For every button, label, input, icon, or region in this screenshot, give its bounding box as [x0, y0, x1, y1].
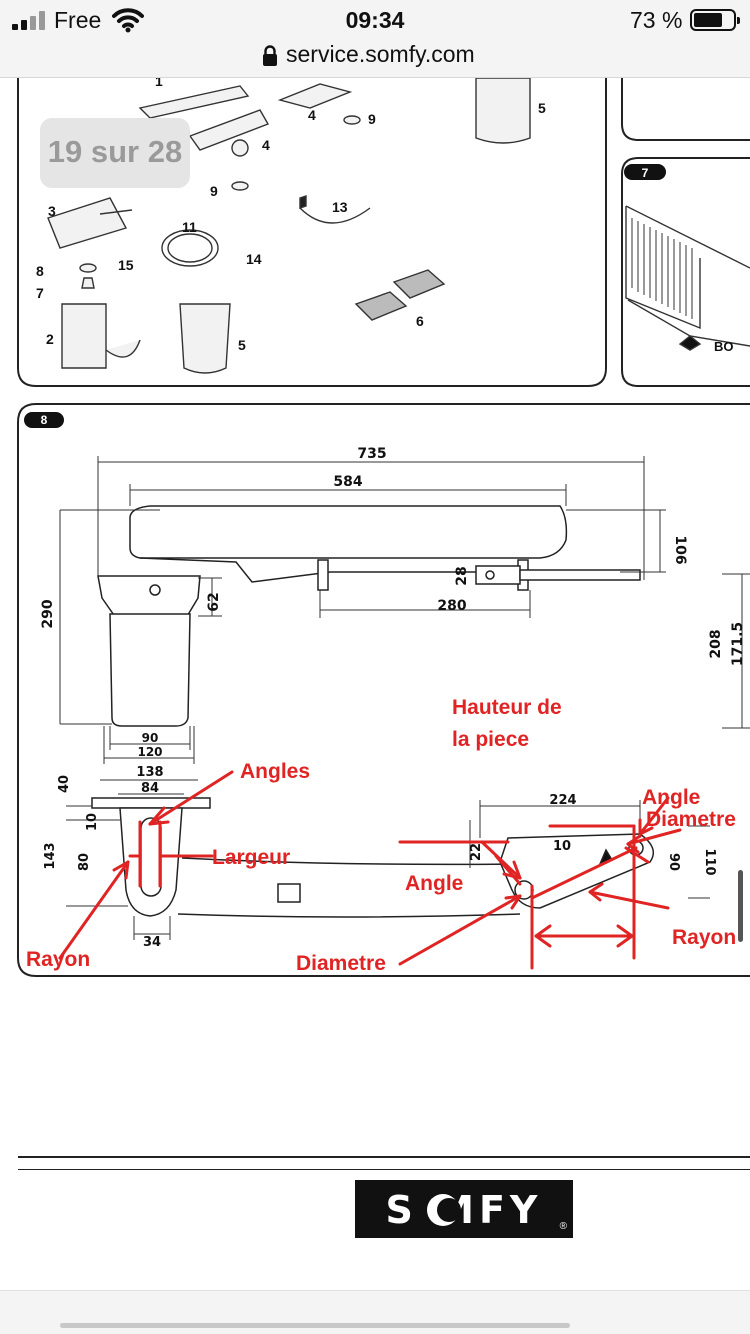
- panel-6-frame: [621, 78, 750, 141]
- dimension-label: 84: [141, 781, 159, 796]
- address-bar[interactable]: service.somfy.com: [0, 40, 750, 78]
- actuator-drawing: [97, 505, 641, 727]
- figure-8-badge: [24, 412, 64, 428]
- dimension-label: 280: [437, 598, 466, 614]
- annotation-diametre-top-right: Diametre: [646, 808, 736, 831]
- signal-icon: [12, 10, 48, 30]
- part-number: 14: [246, 251, 262, 267]
- scroll-indicator[interactable]: [738, 870, 743, 942]
- figure-8-badge-text: 8: [41, 413, 48, 427]
- part-number: 9: [368, 111, 376, 127]
- bracket-drawing: [91, 797, 521, 918]
- gate-sketch: [625, 205, 750, 351]
- dimension-label: 90: [666, 853, 681, 871]
- annotation-angles: Angles: [240, 760, 311, 783]
- annotation-angle-left: Angle: [405, 872, 464, 895]
- part-number: 6: [416, 313, 424, 329]
- part-number: 9: [210, 183, 218, 199]
- part-number: 13: [332, 199, 348, 215]
- part-number: 2: [46, 331, 54, 347]
- dimension-label: 34: [143, 935, 161, 950]
- annotation-angle-top-right: Angle: [642, 786, 701, 809]
- dimension-lines: [59, 456, 750, 764]
- part-number: 4: [262, 137, 270, 153]
- parts-panel-frame: [17, 78, 607, 387]
- dimension-label: 40: [57, 775, 72, 793]
- footer-rule-thin: [18, 1169, 750, 1170]
- part-number: 15: [118, 257, 134, 273]
- part-number: 8: [36, 263, 44, 279]
- part-number: 11: [182, 219, 197, 235]
- annotation-rayon-left: Rayon: [26, 948, 91, 971]
- dimension-label: 106: [672, 535, 688, 564]
- dimension-label: 62: [206, 592, 222, 611]
- annotation-hauteur-2: la piece: [452, 728, 530, 751]
- panel-8-frame: [17, 403, 750, 977]
- technical-drawing: 7 BO 1 2 3: [17, 78, 750, 977]
- pdf-page[interactable]: 7 BO 1 2 3: [0, 78, 750, 1290]
- annotation-largeur: Largeur: [212, 846, 291, 869]
- dimension-label: 10: [85, 813, 100, 831]
- parts-illustration: [47, 78, 531, 374]
- dimension-label: 171.5: [730, 622, 746, 666]
- logo-o-mark: [427, 1194, 461, 1226]
- carrier-label: Free: [54, 7, 102, 33]
- annotation-rayon-right: Rayon: [672, 926, 737, 949]
- figure-7-badge: [624, 164, 666, 180]
- dimension-label: 143: [43, 842, 58, 869]
- annotation-hauteur: Hauteur de: [452, 696, 562, 719]
- dimension-label: 22: [469, 843, 484, 861]
- part-number: 5: [238, 337, 246, 353]
- dimension-label: 584: [333, 474, 362, 490]
- figure-7-badge-text: 7: [642, 166, 649, 180]
- somfy-logo: S MFY ®: [355, 1180, 573, 1238]
- part-number: 4: [308, 107, 316, 123]
- dimension-label: 10: [553, 839, 571, 854]
- dimension-label: 224: [549, 793, 576, 808]
- dimension-label: 120: [137, 745, 162, 759]
- dimension-label: 110: [702, 848, 717, 875]
- dimension-label: 28: [454, 566, 470, 585]
- home-indicator[interactable]: [60, 1323, 570, 1328]
- red-annotations: [58, 770, 682, 970]
- lock-icon: [263, 45, 277, 66]
- url-text: service.somfy.com: [286, 41, 475, 67]
- dimension-label: 90: [142, 731, 159, 745]
- bottom-toolbar: [0, 1290, 750, 1334]
- clock: 09:34: [345, 7, 405, 33]
- panel-7-frame: [621, 157, 750, 387]
- page-indicator: 19 sur 28: [40, 118, 190, 188]
- part-number: 1: [155, 78, 163, 89]
- dimension-label: 138: [136, 765, 163, 780]
- dimension-labels: 735 584 106 28 280 290 62 208 171.5 90 1…: [40, 446, 746, 759]
- footer-rule: [18, 1156, 750, 1158]
- status-bar: Free 09:34 73 %: [0, 0, 750, 40]
- part-number: 5: [538, 100, 546, 116]
- dimension-label: 80: [77, 853, 92, 871]
- dimension-label: 735: [357, 446, 386, 462]
- battery-icon: [690, 9, 740, 31]
- registered-mark: ®: [559, 1221, 567, 1232]
- dimension-label: 290: [40, 599, 56, 628]
- annotation-diametre-bottom: Diametre: [296, 952, 386, 975]
- battery-percentage: 73 %: [630, 7, 683, 33]
- page-indicator-text: 19 sur 28: [47, 134, 183, 169]
- dimension-label: 208: [708, 629, 724, 658]
- figure-7-label: BO: [714, 339, 734, 354]
- logo-text: S MFY: [385, 1188, 543, 1232]
- wifi-icon: [112, 8, 144, 33]
- part-number: 7: [36, 285, 44, 301]
- part-number: 3: [48, 203, 56, 219]
